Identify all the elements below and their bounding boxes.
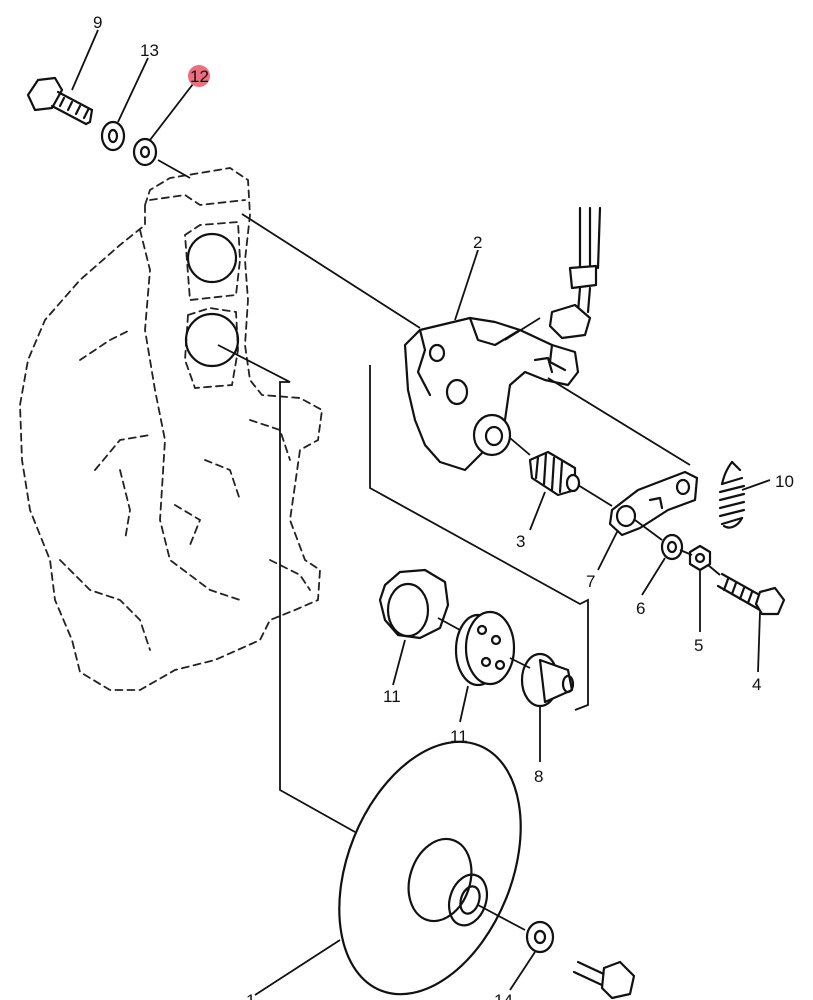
callout-2: 2 — [473, 233, 482, 252]
washer-14 — [525, 920, 555, 954]
callout-leaders — [71, 29, 771, 996]
lock-washer-13 — [100, 120, 126, 152]
housing-bore-upper — [186, 232, 238, 284]
sheave-1 — [338, 740, 522, 996]
callout-12-highlight — [188, 65, 210, 87]
housing-bore-lower — [184, 312, 240, 368]
bracket-2 — [403, 316, 580, 472]
lever-7 — [608, 470, 699, 537]
assembly-frame — [369, 365, 589, 711]
callout-6: 6 — [636, 599, 645, 618]
callout-11-left: 11 — [383, 687, 401, 706]
sleeve-3 — [528, 450, 581, 497]
spring-10 — [718, 460, 746, 529]
housing-outline — [19, 167, 323, 691]
callout-10: 10 — [775, 472, 794, 491]
shaft-8 — [520, 652, 575, 708]
callout-5: 5 — [694, 636, 703, 655]
cap-11-left — [378, 568, 450, 640]
callout-3: 3 — [516, 532, 525, 551]
callout-4: 4 — [752, 675, 761, 694]
callout-13: 13 — [140, 41, 159, 60]
washer-12 — [132, 137, 158, 167]
nut-5 — [688, 544, 712, 572]
callout-12: 12 — [190, 67, 209, 86]
callout-9: 9 — [93, 13, 102, 32]
disc-11-middle — [454, 610, 516, 687]
washer-6 — [660, 533, 684, 561]
callout-1: 1 — [246, 991, 255, 1000]
bolt-4 — [716, 572, 786, 616]
callout-8: 8 — [534, 767, 543, 786]
callout-14: 14 — [494, 991, 513, 1000]
flange-bolt — [572, 960, 636, 1000]
callout-11-middle: 11 — [450, 727, 468, 746]
bolt-9 — [26, 76, 94, 126]
cable-end — [548, 206, 602, 340]
callout-7: 7 — [586, 572, 595, 591]
